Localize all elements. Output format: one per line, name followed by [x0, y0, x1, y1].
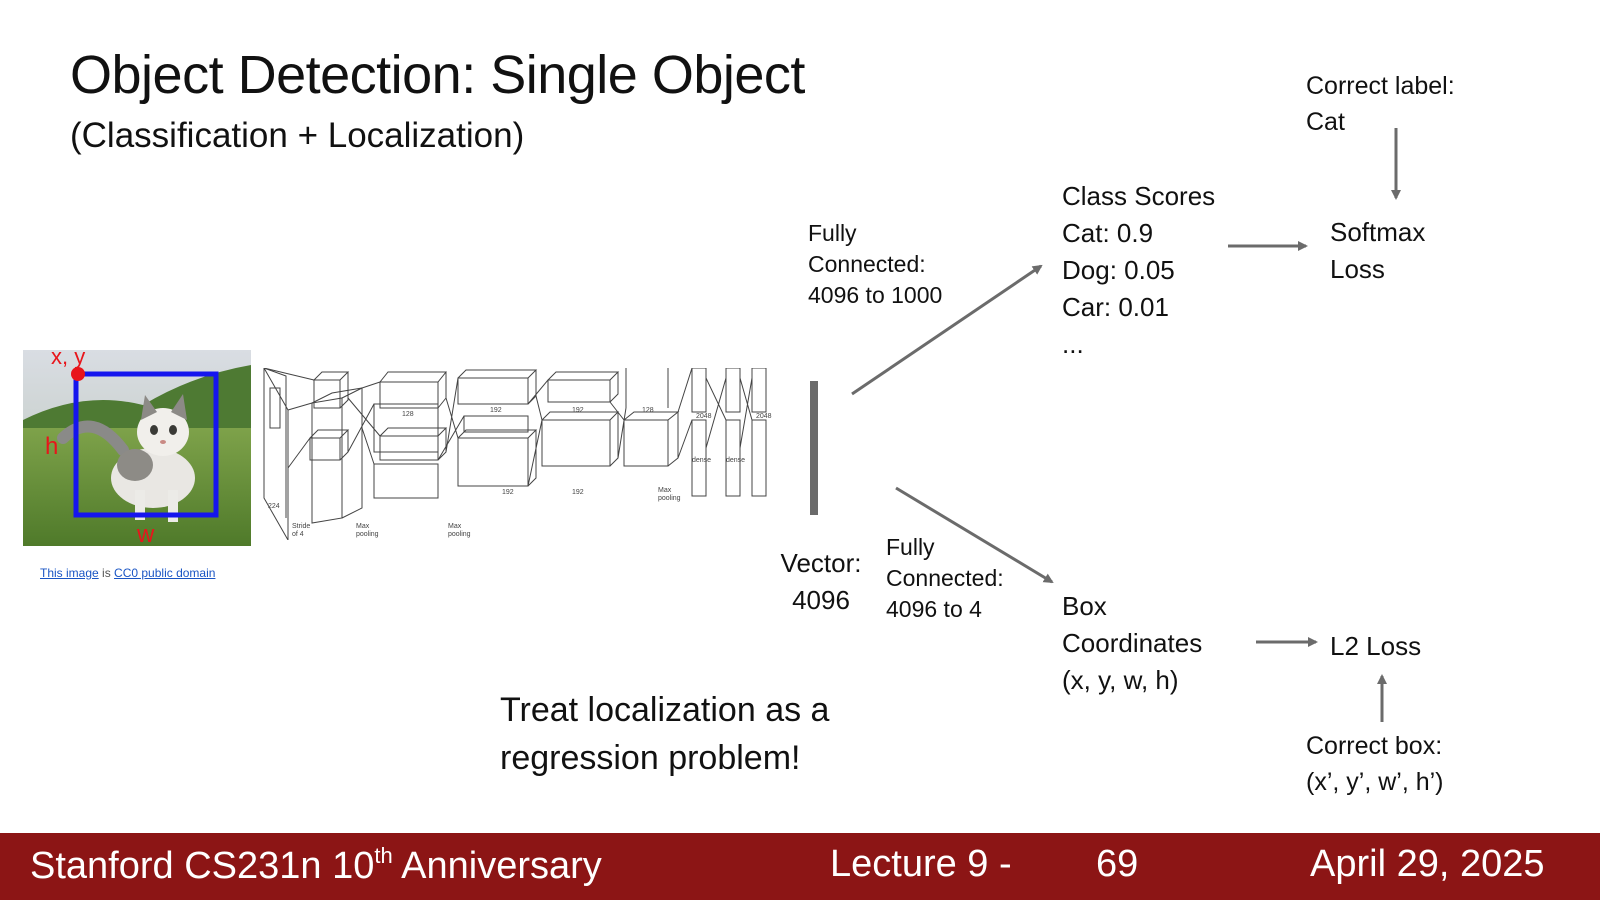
svg-text:128: 128 — [642, 407, 654, 414]
correct-label-line2: Cat — [1306, 108, 1345, 136]
class-scores-heading: Class Scores — [1062, 181, 1216, 211]
footer-date: April 29, 2025 — [1310, 843, 1545, 885]
svg-text:192: 192 — [502, 489, 514, 496]
credit-mid: is — [102, 566, 111, 580]
label-xy: x, y — [51, 350, 85, 369]
fc-top-line3: 4096 to 1000 — [808, 282, 943, 308]
credit-link-image[interactable]: This image — [40, 566, 99, 580]
softmax-line1: Softmax — [1330, 217, 1426, 247]
svg-text:2048: 2048 — [696, 413, 712, 420]
svg-text:Max: Max — [448, 523, 462, 530]
box-coordinates: Box Coordinates (x, y, w, h) — [1062, 588, 1202, 699]
footer-course-sup: th — [374, 843, 393, 868]
cat-photo-illustration: x, y h w — [23, 350, 251, 546]
box-coordinates-line3: (x, y, w, h) — [1062, 665, 1179, 695]
regression-note: Treat localization as a regression probl… — [500, 686, 829, 782]
footer-course: Stanford CS231n 10th Anniversary — [30, 843, 602, 888]
svg-text:192: 192 — [572, 489, 584, 496]
box-coordinates-line2: Coordinates — [1062, 628, 1203, 658]
fc-bottom-label: Fully Connected: 4096 to 4 — [886, 532, 1004, 625]
cat-photo: x, y h w — [23, 350, 251, 546]
correct-box-line1: Correct box: — [1306, 732, 1443, 760]
label-w: w — [136, 521, 155, 546]
fc-bottom-line3: 4096 to 4 — [886, 596, 982, 622]
softmax-line2: Loss — [1330, 254, 1385, 284]
svg-text:224: 224 — [268, 503, 280, 510]
class-scores: Class Scores Cat: 0.9 Dog: 0.05 Car: 0.0… — [1062, 178, 1215, 363]
svg-text:dense: dense — [726, 457, 745, 464]
class-score-item: ... — [1062, 329, 1084, 359]
svg-text:pooling: pooling — [658, 495, 681, 502]
correct-box: Correct box: (x’, y’, w’, h’) — [1306, 728, 1444, 800]
svg-text:128: 128 — [402, 411, 414, 418]
footer-course-b: Anniversary — [392, 845, 602, 887]
footer-bar: Stanford CS231n 10th Anniversary Lecture… — [0, 833, 1600, 900]
svg-text:192: 192 — [490, 407, 502, 414]
footer-page-number: 69 — [1096, 843, 1139, 885]
correct-label: Correct label: Cat — [1306, 68, 1455, 140]
correct-label-line1: Correct label: — [1306, 72, 1455, 100]
cnn-architecture-diagram: 224 Stride of 4 Max pooling Max pooling … — [262, 366, 772, 542]
label-h: h — [45, 433, 58, 460]
fc-top-label: Fully Connected: 4096 to 1000 — [808, 218, 942, 311]
class-score-item: Car: 0.01 — [1062, 292, 1169, 322]
fc-bottom-line1: Fully — [886, 534, 935, 560]
slide-title: Object Detection: Single Object — [70, 45, 805, 105]
vector-label-line1: Vector: — [780, 548, 862, 578]
class-score-item: Dog: 0.05 — [1062, 255, 1175, 285]
regression-note-line1: Treat localization as a — [500, 691, 830, 729]
regression-note-line2: regression problem! — [500, 739, 801, 777]
softmax-loss: Softmax Loss — [1330, 214, 1425, 288]
box-coordinates-line1: Box — [1062, 591, 1107, 621]
svg-text:dense: dense — [692, 457, 711, 464]
svg-text:Stride: Stride — [292, 523, 310, 530]
svg-text:Max: Max — [658, 487, 672, 494]
vector-label-line2: 4096 — [792, 585, 850, 615]
fc-top-line2: Connected: — [808, 251, 926, 277]
credit-link-license[interactable]: CC0 public domain — [114, 566, 216, 580]
correct-box-line2: (x’, y’, w’, h’) — [1306, 768, 1444, 796]
footer-lecture: Lecture 9 - — [830, 843, 1012, 885]
fc-bottom-line2: Connected: — [886, 565, 1004, 591]
footer-course-a: Stanford CS231n 10 — [30, 845, 375, 887]
svg-text:192: 192 — [572, 407, 584, 414]
svg-text:Max: Max — [356, 523, 370, 530]
fc-top-line1: Fully — [808, 220, 857, 246]
feature-vector-bar — [810, 381, 818, 515]
image-credit: This image is CC0 public domain — [40, 566, 215, 580]
svg-text:pooling: pooling — [356, 531, 379, 538]
svg-text:of 4: of 4 — [292, 531, 304, 538]
svg-text:2048: 2048 — [756, 413, 772, 420]
slide-subtitle: (Classification + Localization) — [70, 116, 525, 155]
svg-text:pooling: pooling — [448, 531, 471, 538]
vector-label: Vector: 4096 — [770, 545, 872, 619]
l2-loss: L2 Loss — [1330, 631, 1422, 661]
class-score-item: Cat: 0.9 — [1062, 218, 1154, 248]
